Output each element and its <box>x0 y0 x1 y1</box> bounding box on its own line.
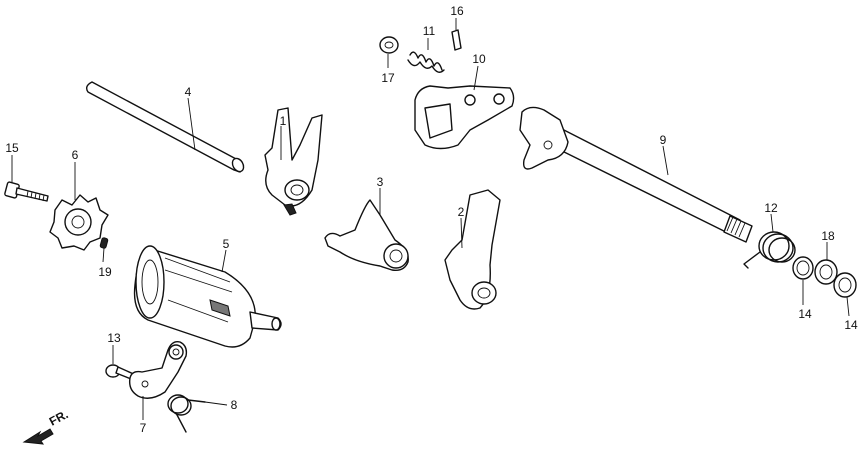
callout-14-right: 14 <box>844 318 858 332</box>
part-8-return-spring <box>167 394 206 433</box>
part-15-bolt <box>4 181 49 202</box>
callout-13: 13 <box>107 331 121 345</box>
part-12-return-spring <box>743 231 796 269</box>
leader-lines <box>11 18 850 420</box>
callout-14-left: 14 <box>798 307 812 321</box>
part-3-shift-fork <box>324 199 409 272</box>
part-10-shift-plate <box>414 85 515 150</box>
front-direction-marker: FR. <box>22 407 71 445</box>
callout-10: 10 <box>472 52 486 66</box>
part-17-washer <box>379 36 399 54</box>
callout-labels: 1 2 3 4 5 6 7 8 9 10 11 12 13 14 14 15 1… <box>5 4 858 435</box>
part-9-gearshift-spindle <box>519 106 753 243</box>
callout-3: 3 <box>377 175 384 189</box>
callout-8: 8 <box>231 398 238 412</box>
callout-17: 17 <box>381 71 395 85</box>
part-4-shift-fork-shaft <box>85 81 245 173</box>
part-14-washer-right <box>833 272 857 298</box>
part-1-shift-fork <box>264 107 323 216</box>
callout-16: 16 <box>450 4 464 18</box>
callout-9: 9 <box>660 133 667 147</box>
part-19-dowel-pin <box>99 237 109 249</box>
callout-15: 15 <box>5 141 19 155</box>
callout-19: 19 <box>98 265 112 279</box>
part-18-circlip <box>814 259 838 285</box>
callout-4: 4 <box>185 85 192 99</box>
part-2-shift-fork <box>444 189 501 310</box>
callout-18: 18 <box>821 229 835 243</box>
callout-11: 11 <box>423 24 436 38</box>
callout-6: 6 <box>72 148 79 162</box>
callout-7: 7 <box>140 421 147 435</box>
part-11-spring <box>407 51 445 73</box>
callout-2: 2 <box>458 205 465 219</box>
callout-5: 5 <box>223 237 230 251</box>
callout-1: 1 <box>280 114 287 128</box>
front-marker-label: FR. <box>47 407 71 428</box>
part-5-gearshift-drum <box>133 245 282 348</box>
part-6-drum-center <box>49 194 109 251</box>
part-7-stopper-arm <box>128 340 188 399</box>
callout-12: 12 <box>764 201 778 215</box>
part-16-pin <box>451 29 462 51</box>
part-14-washer-left <box>792 256 814 280</box>
